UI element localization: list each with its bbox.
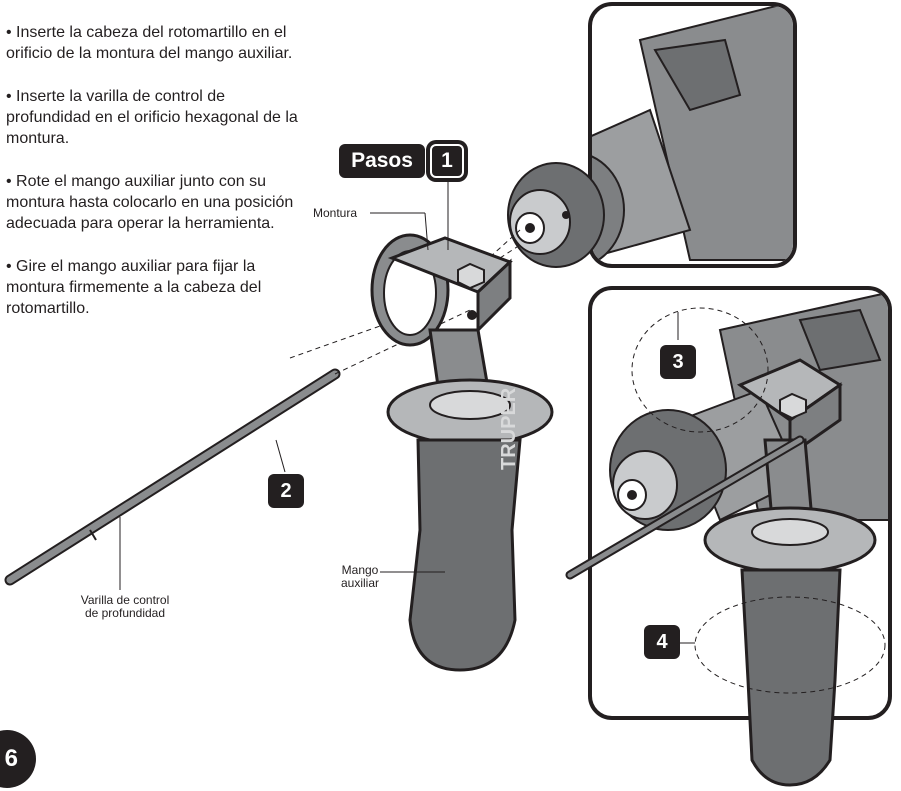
mounted-handle-inset — [565, 286, 892, 787]
brand-logo: TRUPER — [498, 387, 520, 470]
instruction-1: • Inserte la cabeza del rotomartillo en … — [6, 24, 293, 62]
mango-label-line2: auxiliar — [341, 576, 380, 590]
montura-label: Montura — [313, 206, 358, 220]
instruction-4: • Gire el mango auxiliar para fijar la m… — [6, 258, 262, 317]
step-3-badge: 3 — [660, 345, 696, 379]
mango-auxiliar-label: Mango auxiliar — [341, 564, 379, 590]
step-4-badge: 4 — [644, 625, 680, 659]
drill-chuck-inset — [507, 2, 797, 268]
varilla-label-line2: de profundidad — [84, 606, 166, 620]
step-2-badge: 2 — [268, 474, 304, 508]
mango-label-line1: Mango — [341, 563, 379, 577]
steps-title: Pasos — [339, 144, 425, 178]
instruction-2: • Inserte la varilla de control de profu… — [6, 88, 298, 147]
step-1-badge: 1 — [430, 144, 464, 178]
auxiliary-handle — [370, 233, 554, 672]
leader-lines — [275, 178, 695, 644]
varilla-label-line1: Varilla de control — [80, 593, 170, 607]
instructions-list: • Inserte la cabeza del rotomartillo en … — [6, 22, 306, 341]
depth-rod — [4, 368, 341, 590]
varilla-label: Varilla de control de profundidad — [70, 594, 180, 620]
instruction-3: • Rote el mango auxiliar junto con su mo… — [6, 173, 294, 232]
